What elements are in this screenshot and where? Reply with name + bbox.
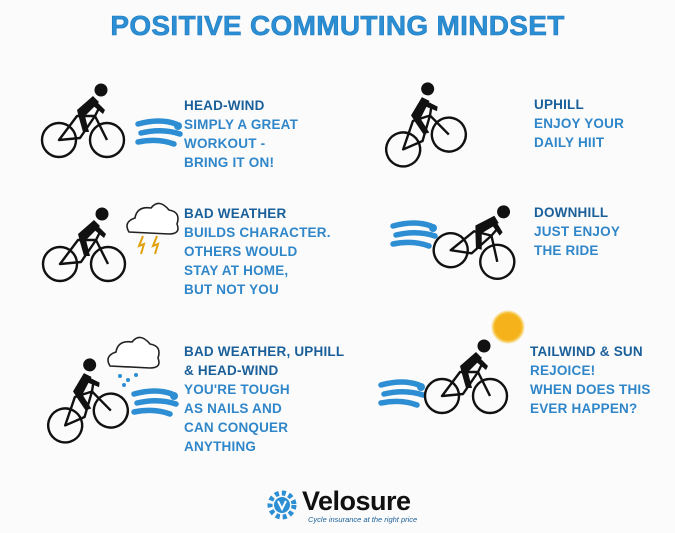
- wind-icon: [393, 223, 437, 246]
- panel-tailwind-sun: TAILWIND & SUN REJOICE! WHEN DOES THIS E…: [530, 344, 651, 416]
- gear-logo-icon: [267, 490, 297, 520]
- rain-cloud-icon: [107, 336, 160, 387]
- cyclist-icon: [40, 82, 126, 159]
- wind-icon: [134, 391, 178, 414]
- sun-icon: [491, 310, 525, 344]
- velosure-logo: Velosure Cycle insurance at the right pr…: [268, 486, 428, 528]
- cyclist-uphill-icon: [368, 74, 472, 173]
- logo-brand: Velosure: [302, 486, 411, 516]
- cyclist-icon: [423, 338, 509, 415]
- panel-uphill: UPHILL ENJOY YOUR DAILY HIIT: [534, 97, 625, 150]
- panel-bad-weather-uphill-head-wind: BAD WEATHER, UPHILL & HEAD-WIND YOU'RE T…: [184, 344, 345, 454]
- logo-tagline: Cycle insurance at the right price: [308, 515, 418, 524]
- page-title: POSITIVE COMMUTING MINDSET: [110, 10, 565, 42]
- cyclist-downhill-icon: [428, 190, 529, 284]
- panel-bad-weather: BAD WEATHER BUILDS CHARACTER. OTHERS WOU…: [184, 206, 331, 297]
- panel-head-wind: HEAD-WIND SIMPLY A GREAT WORKOUT - BRING…: [184, 98, 299, 170]
- wind-icon: [138, 121, 182, 144]
- cyclist-icon: [41, 206, 127, 283]
- panel-downhill: DOWNHILL JUST ENJOY THE RIDE: [534, 205, 621, 258]
- wind-icon: [381, 382, 425, 405]
- storm-cloud-icon: [126, 202, 179, 255]
